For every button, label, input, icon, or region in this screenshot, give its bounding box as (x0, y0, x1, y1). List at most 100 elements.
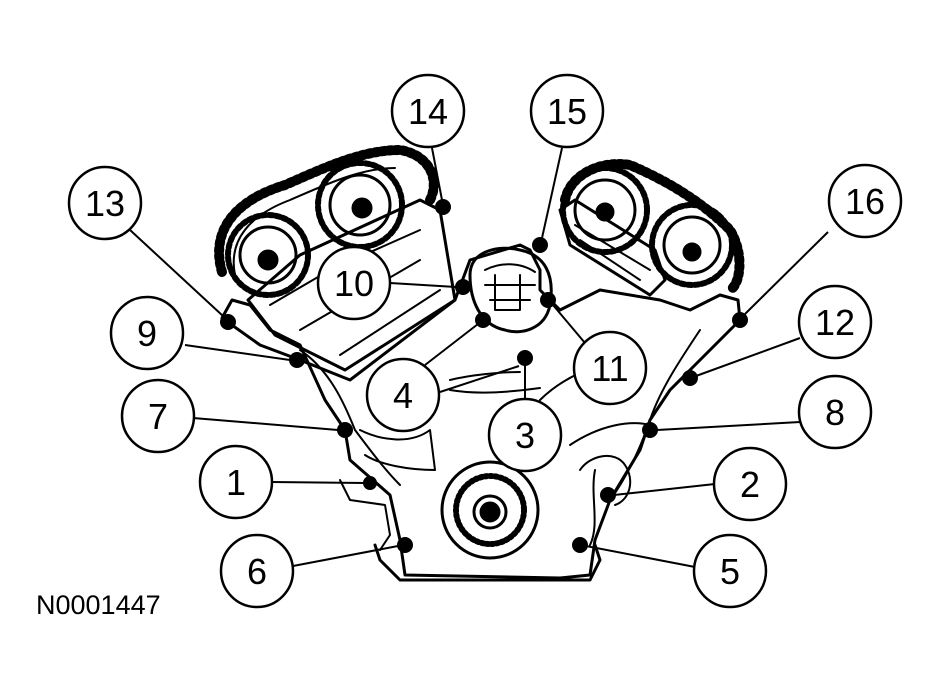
left-lower-bracket (339, 479, 391, 551)
callout-number: 9 (137, 313, 157, 354)
callout-number: 1 (226, 462, 246, 503)
bolt-10 (455, 279, 471, 295)
callout-11: 11 (572, 330, 648, 406)
left-timing-chain (214, 145, 439, 277)
right-cam-sprocket-inner (560, 165, 650, 255)
callout-7: 7 (120, 378, 196, 454)
bolt-heads (220, 199, 748, 553)
callout-6: 6 (219, 533, 295, 609)
callout-number: 2 (740, 464, 760, 505)
crankshaft-sprocket (440, 460, 540, 560)
callout-number: 5 (720, 551, 740, 592)
callout-circle (67, 165, 143, 241)
oil-pan-flange (373, 543, 602, 582)
leader-14 (431, 147, 443, 201)
leader-9 (184, 344, 291, 361)
right-guide-rib (574, 224, 651, 281)
callout-2: 2 (712, 446, 788, 522)
leader-6 (292, 545, 399, 567)
bolt-3 (517, 350, 533, 366)
leader-13 (129, 229, 224, 317)
bolt-15 (532, 237, 548, 253)
callout-number: 6 (247, 551, 267, 592)
leader-4 (424, 323, 479, 366)
callout-number: 8 (825, 392, 845, 433)
callout-circle (712, 446, 788, 522)
callout-15: 15 (529, 73, 605, 149)
bolt-6 (397, 537, 413, 553)
callout-number: 15 (547, 91, 587, 132)
callout-circle (827, 163, 903, 239)
bolt-9 (289, 352, 305, 368)
leader-5 (585, 545, 696, 568)
cover-inner-contour-right (609, 329, 701, 501)
callout-8: 8 (797, 374, 873, 450)
bolt-2 (600, 487, 616, 503)
bolt-8 (642, 422, 658, 438)
callout-circle (572, 330, 648, 406)
callout-5: 5 (692, 533, 768, 609)
right-idler-plate (589, 469, 596, 546)
bolt-4 (475, 312, 491, 328)
figure-id: N0001447 (36, 590, 161, 620)
front-cover-outline (220, 243, 742, 580)
bolt-5 (572, 537, 588, 553)
right-cam-sprocket-outer (649, 202, 735, 288)
callout-circle (529, 73, 605, 149)
bolt-16 (732, 312, 748, 328)
right-chain-guide (558, 198, 667, 297)
left-timing-chain-inner (232, 167, 396, 276)
cover-center-rib (449, 371, 541, 394)
callout-number: 10 (334, 263, 374, 304)
bolt-12 (682, 370, 698, 386)
callout-circle (487, 397, 563, 473)
bolt-13 (220, 314, 236, 330)
leader-10 (389, 282, 457, 288)
callout-number: 16 (845, 181, 885, 222)
leader-15 (541, 147, 563, 239)
callout-1: 1 (198, 444, 274, 520)
callout-circle (198, 444, 274, 520)
callout-circle (219, 533, 295, 609)
cover-inner-contour-left (299, 349, 401, 486)
bolt-14 (435, 199, 451, 215)
callout-9: 9 (109, 295, 185, 371)
callout-number: 3 (515, 415, 535, 456)
leader-7 (192, 417, 339, 431)
leader-11 (552, 304, 586, 344)
engine-line-art (214, 145, 745, 582)
callout-circle (365, 357, 441, 433)
leader-12 (695, 337, 801, 377)
callout-circle (797, 284, 873, 360)
callout-leader-lines (129, 147, 829, 568)
callout-number: 11 (591, 348, 628, 389)
leader-8 (656, 421, 801, 431)
callout-3: 3 (487, 397, 563, 473)
callout-16: 16 (827, 163, 903, 239)
callout-4: 4 (365, 357, 441, 433)
callout-13: 13 (67, 165, 143, 241)
leader-2 (613, 483, 716, 496)
leader-3b (439, 365, 520, 393)
bolt-1 (363, 476, 377, 490)
callout-number: 14 (408, 91, 448, 132)
leader-16 (744, 231, 829, 315)
callout-circle (120, 378, 196, 454)
callout-circle (797, 374, 873, 450)
callout-circle (316, 245, 392, 321)
callout-10: 10 (316, 245, 392, 321)
callout-circle (390, 73, 466, 149)
callout-circle (692, 533, 768, 609)
left-chain-guide (246, 198, 457, 372)
bolt-11 (540, 292, 556, 308)
leader-1 (270, 481, 366, 484)
bolt-7 (337, 422, 353, 438)
callout-number: 13 (85, 183, 125, 224)
callout-14: 14 (390, 73, 466, 149)
callout-number: 12 (815, 302, 855, 343)
callout-circle (109, 295, 185, 371)
callout-12: 12 (797, 284, 873, 360)
